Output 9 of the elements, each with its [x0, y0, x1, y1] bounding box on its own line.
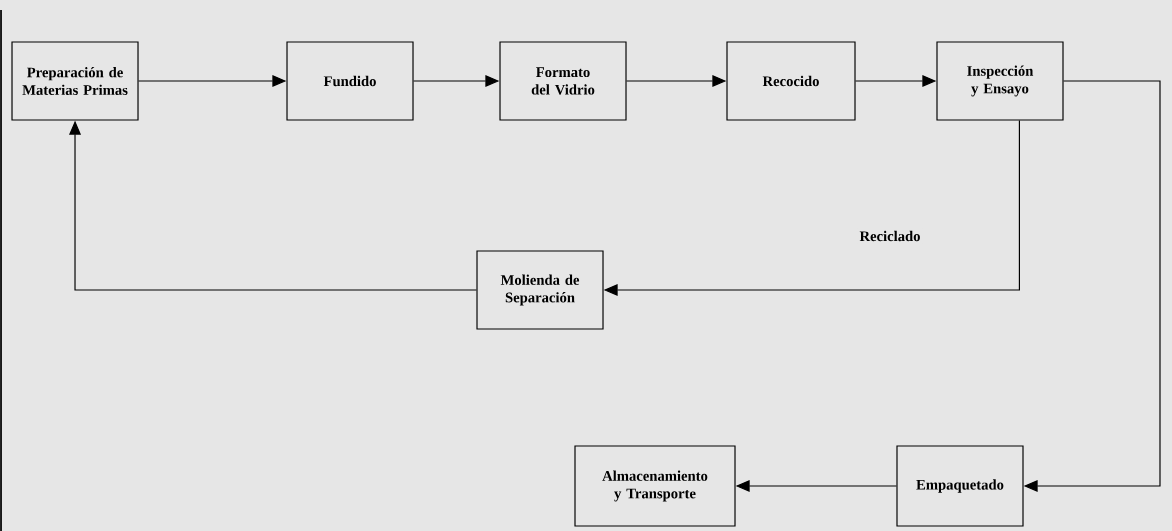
process-box: Preparación de Materias Primas	[11, 41, 139, 121]
process-box: Molienda de Separación	[476, 250, 604, 330]
process-box: Fundido	[286, 41, 414, 121]
process-box: Formato del Vidrio	[499, 41, 627, 121]
process-box: Empaquetado	[896, 445, 1024, 527]
process-box: Almacenamiento y Transporte	[574, 445, 736, 527]
process-box: Recocido	[726, 41, 856, 121]
edge-label: Reciclado	[859, 230, 920, 242]
process-box: Inspección y Ensayo	[936, 41, 1064, 121]
